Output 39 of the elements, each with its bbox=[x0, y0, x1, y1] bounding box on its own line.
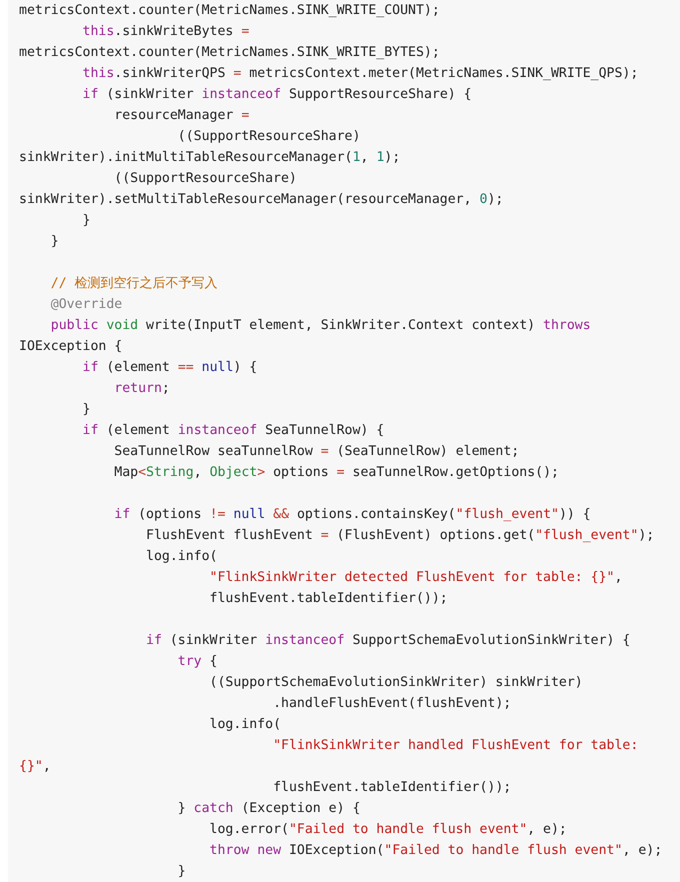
code-comment: // 检测到空行之后不予写入 bbox=[50, 275, 218, 292]
code-line: } catch (Exception e) { bbox=[178, 800, 360, 817]
code-line: if (options != null && options.containsKey("flush_event")) { bbox=[114, 506, 591, 523]
code-line: return; bbox=[114, 380, 170, 397]
code-line: if (element instanceof SeaTunnelRow) { bbox=[82, 422, 384, 439]
code-line: Map<String, Object> options = seaTunnelRow.getOptions(); bbox=[114, 464, 559, 481]
code-line: } bbox=[82, 212, 90, 229]
code-line: {}", bbox=[19, 758, 51, 775]
code-line: IOException { bbox=[19, 338, 122, 355]
code-line: sinkWriter).initMultiTableResourceManager(1, 1); bbox=[19, 149, 400, 166]
code-line: log.error("Failed to handle flush event", e); bbox=[210, 821, 567, 838]
code-line: this.sinkWriteBytes = bbox=[82, 23, 250, 40]
code-line: if (sinkWriter instanceof SupportResourceShare) { bbox=[82, 86, 472, 103]
code-line: } bbox=[178, 863, 186, 880]
code-line: .handleFlushEvent(flushEvent); bbox=[273, 695, 512, 712]
code-line: sinkWriter).setMultiTableResourceManager(resourceManager, 0); bbox=[19, 191, 504, 208]
code-line: log.info( bbox=[146, 548, 218, 565]
code-line: "FlinkSinkWriter handled FlushEvent for table: bbox=[273, 737, 638, 754]
code-line: FlushEvent flushEvent = (FlushEvent) options.get("flush_event"); bbox=[146, 527, 654, 544]
code-line: metricsContext.counter(MetricNames.SINK_WRITE_BYTES); bbox=[19, 44, 440, 61]
code-line: SeaTunnelRow seaTunnelRow = (SeaTunnelRow) element; bbox=[114, 443, 520, 460]
code-line: metricsContext.counter(MetricNames.SINK_WRITE_COUNT); bbox=[19, 2, 440, 19]
code-line: } bbox=[50, 233, 59, 250]
code-line: if (sinkWriter instanceof SupportSchemaEvolutionSinkWriter) { bbox=[146, 632, 630, 649]
code-line: public void write(InputT element, SinkWriter.Context context) throws bbox=[50, 317, 591, 334]
code-line: ((SupportSchemaEvolutionSinkWriter) sinkWriter) bbox=[210, 674, 583, 691]
code-line: resourceManager = bbox=[114, 107, 250, 124]
code-line: "FlinkSinkWriter detected FlushEvent for table: {}", bbox=[210, 569, 622, 586]
code-line: flushEvent.tableIdentifier()); bbox=[210, 590, 448, 607]
code-line: flushEvent.tableIdentifier()); bbox=[273, 779, 512, 796]
code-line: ((SupportResourceShare) bbox=[178, 128, 360, 145]
code-line: } bbox=[82, 401, 90, 418]
code-line: throw new IOException("Failed to handle flush event", e); bbox=[210, 842, 662, 859]
code-line: try { bbox=[178, 653, 218, 670]
code-line: this.sinkWriterQPS = metricsContext.meter(MetricNames.SINK_WRITE_QPS); bbox=[82, 65, 638, 82]
code-line: log.info( bbox=[210, 716, 282, 733]
code-line: ((SupportResourceShare) bbox=[114, 170, 297, 187]
code-line: if (element == null) { bbox=[82, 359, 258, 376]
code-line: @Override bbox=[50, 296, 122, 313]
